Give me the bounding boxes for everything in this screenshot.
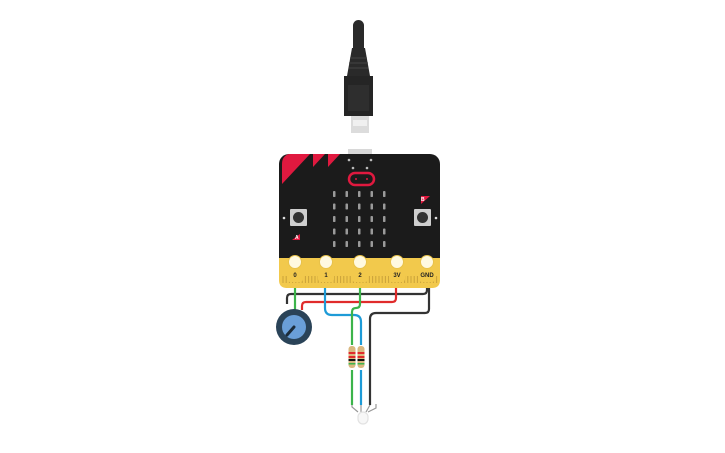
led-pixel bbox=[358, 241, 361, 247]
rgb-led[interactable] bbox=[351, 404, 377, 425]
wires bbox=[285, 280, 431, 405]
resistor-2[interactable] bbox=[357, 346, 365, 368]
led-pixel bbox=[345, 203, 348, 210]
led-pixel bbox=[370, 228, 373, 235]
pin-label: 2 bbox=[358, 273, 362, 279]
wire-gnd-led[interactable] bbox=[368, 280, 431, 405]
led-pixel bbox=[383, 241, 386, 247]
led-matrix bbox=[333, 191, 386, 247]
pin-gnd[interactable]: GND bbox=[419, 255, 435, 283]
pin-label: 0 bbox=[293, 273, 297, 279]
microbit-board[interactable]: A B 0 1 2 3V GND bbox=[279, 149, 440, 288]
led-pixel bbox=[333, 191, 336, 197]
led-pixel bbox=[370, 216, 373, 222]
led-pixel bbox=[345, 228, 348, 235]
led-pixel bbox=[383, 216, 386, 222]
led-pixel bbox=[333, 228, 336, 235]
led-pixel bbox=[358, 191, 361, 197]
wire-3v-pot[interactable] bbox=[300, 280, 398, 310]
led-pixel bbox=[370, 191, 373, 197]
led-pixel bbox=[383, 191, 386, 197]
led-pixel bbox=[333, 203, 336, 210]
pin-2[interactable]: 2 bbox=[352, 255, 368, 283]
wire-pin2-resistor[interactable] bbox=[350, 280, 362, 345]
pin-label: 3V bbox=[393, 273, 400, 279]
usb-socket bbox=[348, 149, 372, 157]
pin-label: GND bbox=[420, 273, 434, 279]
potentiometer[interactable] bbox=[276, 309, 312, 345]
button-a[interactable]: A bbox=[290, 209, 307, 241]
pin-0[interactable]: 0 bbox=[287, 255, 303, 283]
led-pixel bbox=[358, 203, 361, 210]
wire-pin1-resistor[interactable] bbox=[323, 280, 363, 345]
microbit-logo bbox=[347, 171, 376, 187]
led-pixel bbox=[370, 203, 373, 210]
led-pixel bbox=[345, 191, 348, 197]
led-pixel bbox=[333, 216, 336, 222]
led-pixel bbox=[345, 216, 348, 222]
button-b-label: B bbox=[421, 197, 425, 203]
pin-3v[interactable]: 3V bbox=[389, 255, 405, 283]
button-b[interactable]: B bbox=[414, 196, 431, 226]
led-pixel bbox=[383, 203, 386, 210]
button-a-label: A bbox=[295, 235, 299, 241]
pin-label: 1 bbox=[324, 273, 328, 279]
usb-cable[interactable] bbox=[344, 20, 373, 133]
pin-1[interactable]: 1 bbox=[318, 255, 334, 283]
led-pixel bbox=[333, 241, 336, 247]
led-pixel bbox=[358, 228, 361, 235]
wire-gnd-pot[interactable] bbox=[285, 280, 429, 304]
accent-corner bbox=[282, 154, 310, 184]
resistor-1[interactable] bbox=[348, 346, 356, 368]
led-pixel bbox=[345, 241, 348, 247]
led-pixel bbox=[370, 241, 373, 247]
led-pixel bbox=[383, 228, 386, 235]
led-pixel bbox=[358, 216, 361, 222]
